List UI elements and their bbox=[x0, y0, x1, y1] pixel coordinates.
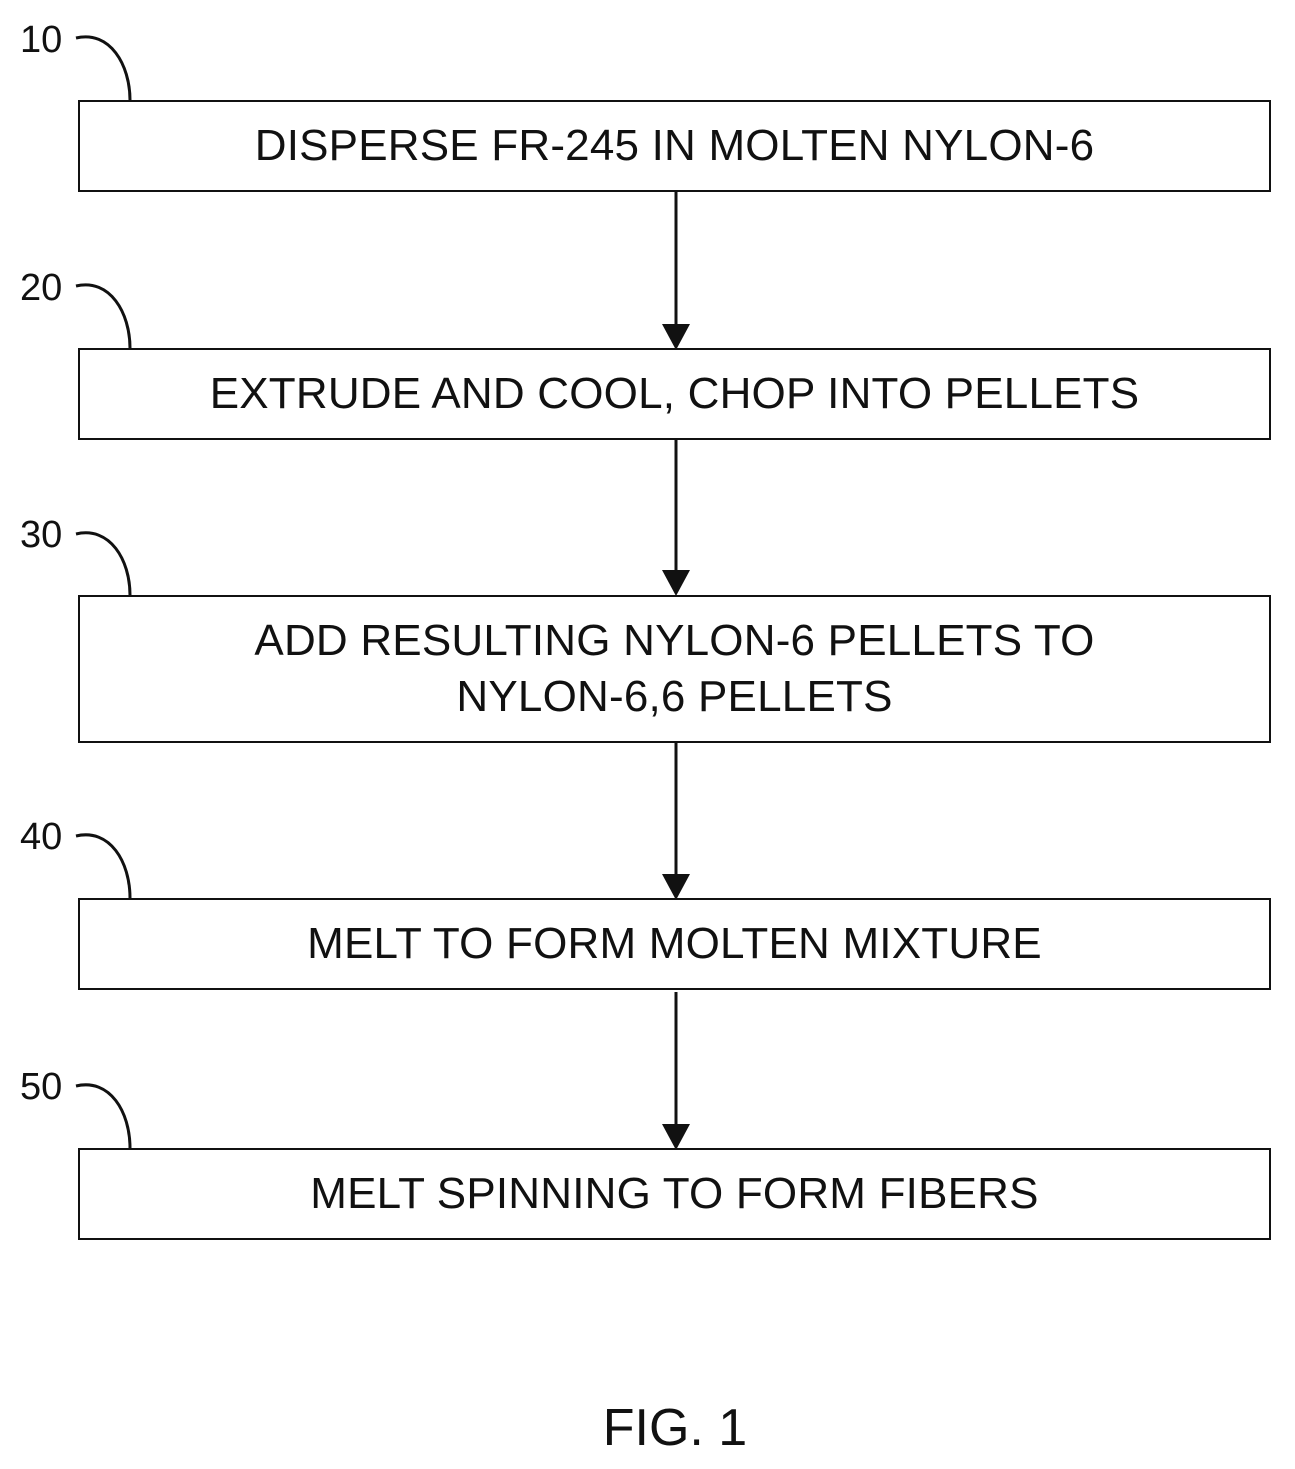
arrow-40-to-50 bbox=[662, 992, 690, 1150]
ref-number-50: 50 bbox=[20, 1067, 62, 1107]
leader-line-50 bbox=[76, 1085, 130, 1148]
arrow-30-to-40 bbox=[662, 742, 690, 900]
ref-number-20: 20 bbox=[20, 268, 62, 308]
ref-number-30: 30 bbox=[20, 515, 62, 555]
step-box-30: ADD RESULTING NYLON-6 PELLETS TO NYLON-6… bbox=[78, 595, 1271, 743]
leader-line-40 bbox=[76, 835, 130, 898]
step-text-30: ADD RESULTING NYLON-6 PELLETS TO NYLON-6… bbox=[254, 613, 1094, 725]
figure-label: FIG. 1 bbox=[0, 1398, 1295, 1458]
step-box-10: DISPERSE FR-245 IN MOLTEN NYLON-6 bbox=[78, 100, 1271, 192]
step-box-40: MELT TO FORM MOLTEN MIXTURE bbox=[78, 898, 1271, 990]
step-box-50: MELT SPINNING TO FORM FIBERS bbox=[78, 1148, 1271, 1240]
leader-line-20 bbox=[76, 285, 130, 348]
step-text-20: EXTRUDE AND COOL, CHOP INTO PELLETS bbox=[210, 366, 1140, 422]
step-text-50: MELT SPINNING TO FORM FIBERS bbox=[310, 1166, 1038, 1222]
step-box-20: EXTRUDE AND COOL, CHOP INTO PELLETS bbox=[78, 348, 1271, 440]
ref-number-10: 10 bbox=[20, 20, 62, 60]
leader-line-30 bbox=[76, 533, 130, 595]
ref-number-40: 40 bbox=[20, 817, 62, 857]
step-text-40: MELT TO FORM MOLTEN MIXTURE bbox=[307, 916, 1042, 972]
arrow-10-to-20 bbox=[662, 192, 690, 350]
step-text-10: DISPERSE FR-245 IN MOLTEN NYLON-6 bbox=[255, 118, 1095, 174]
leader-line-10 bbox=[76, 37, 130, 100]
arrow-20-to-30 bbox=[662, 440, 690, 596]
